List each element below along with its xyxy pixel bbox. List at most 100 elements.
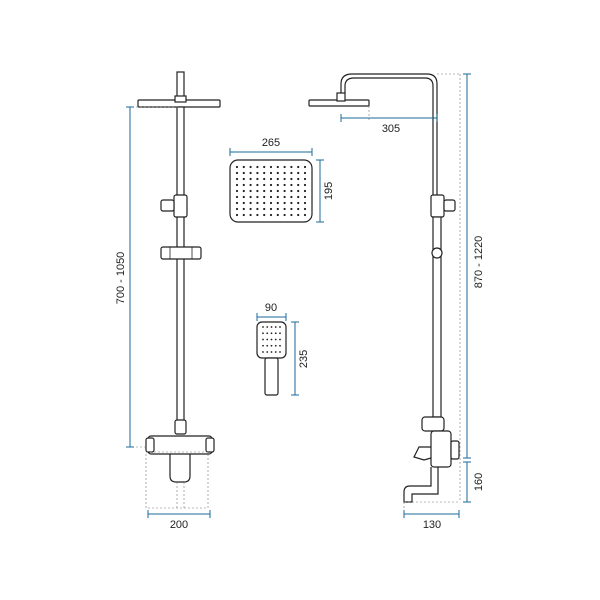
shower-head-nozzle (303, 165, 307, 169)
shower-head-nozzle (297, 165, 300, 169)
hand-height-label: 235 (298, 350, 310, 368)
shower-head-nozzle (249, 201, 252, 205)
shower-head-nozzle (297, 189, 300, 193)
hand-shower-nozzle (266, 338, 269, 341)
shower-head-nozzle (303, 183, 307, 187)
shower-head-nozzle (263, 165, 266, 169)
shower-head-nozzle (235, 183, 239, 187)
shower-head-nozzle (290, 171, 293, 175)
shower-head-nozzle (235, 189, 239, 193)
shower-head-nozzle (297, 195, 300, 199)
shower-head-nozzle (290, 177, 293, 181)
shower-head-nozzle (235, 201, 239, 205)
hand-shower-nozzle (262, 326, 264, 328)
shower-head-nozzle (235, 195, 239, 199)
shower-head-nozzle (249, 183, 252, 187)
shower-head-nozzle (290, 165, 293, 169)
hand-shower-nozzle (262, 332, 264, 335)
shower-head-nozzle (249, 213, 252, 217)
shower-head-nozzle (283, 171, 286, 175)
right-spout-depth-label: 130 (423, 519, 441, 531)
left-diverter-body (173, 194, 188, 218)
shower-head-nozzle (242, 201, 245, 205)
head-width-label: 265 (262, 137, 280, 149)
shower-head-nozzle (256, 165, 259, 169)
shower-head-nozzle (276, 183, 279, 187)
left-mixer-body (147, 435, 213, 455)
head-height-label: 195 (323, 182, 335, 200)
shower-head-nozzle (263, 183, 266, 187)
shower-head-nozzle (235, 165, 239, 169)
shower-head-nozzle (235, 207, 239, 211)
shower-head-nozzle (235, 171, 239, 175)
shower-head-nozzle (269, 195, 273, 199)
shower-head-nozzle (263, 207, 266, 211)
shower-head-nozzles (235, 165, 307, 217)
hand-shower-nozzle (270, 332, 273, 335)
hand-shower-nozzle (266, 332, 269, 335)
right-wall-plate (450, 440, 460, 460)
shower-head-nozzle (242, 213, 245, 217)
shower-head-nozzle (263, 177, 266, 181)
hand-width-label: 90 (265, 302, 277, 314)
shower-head-nozzle (269, 213, 273, 217)
shower-head-nozzle (263, 171, 266, 175)
left-mixer-cap-right (205, 437, 215, 453)
shower-head-nozzle (269, 171, 273, 175)
shower-head-nozzle (235, 177, 239, 181)
shower-head-nozzle (256, 171, 259, 175)
hand-shower-nozzle (266, 351, 269, 353)
shower-head-nozzle (249, 195, 252, 199)
hand-shower-nozzle (279, 338, 281, 341)
shower-head-nozzle (256, 195, 259, 199)
shower-head-nozzle (303, 207, 307, 211)
hand-shower-nozzle (270, 344, 273, 347)
right-spout-height-label: 160 (473, 473, 485, 491)
shower-head-nozzle (242, 171, 245, 175)
left-riser-pipe (176, 106, 185, 423)
shower-head-nozzle (276, 165, 279, 169)
shower-head-nozzle (269, 183, 273, 187)
left-mixer-cap-left (145, 437, 155, 453)
shower-head-nozzle (263, 201, 266, 205)
hand-shower-nozzle (262, 338, 264, 341)
shower-head-nozzle (276, 213, 279, 217)
hand-shower-nozzle (279, 351, 281, 353)
shower-head-nozzle (242, 183, 245, 187)
left-diverter-handle (160, 199, 175, 212)
left-lower-joint (174, 419, 187, 435)
shower-head-nozzle (290, 195, 293, 199)
left-spout (169, 454, 191, 483)
shower-head-nozzle (283, 189, 286, 193)
shower-head-nozzle (276, 177, 279, 181)
shower-head-nozzle (269, 177, 273, 181)
shower-head-nozzle (256, 177, 259, 181)
shower-head-nozzle (269, 165, 273, 169)
shower-head-nozzle (283, 201, 286, 205)
right-side-view: 305 870 - 1220 160 130 (308, 73, 485, 531)
shower-head-nozzle (303, 189, 307, 193)
shower-head-nozzle (283, 195, 286, 199)
shower-head-nozzle (276, 201, 279, 205)
shower-head-nozzle (269, 201, 273, 205)
shower-head-nozzle (256, 183, 259, 187)
shower-head-nozzle (297, 171, 300, 175)
shower-head-nozzle (297, 207, 300, 211)
left-height-label: 700 - 1050 (115, 252, 127, 305)
shower-head-nozzle (249, 171, 252, 175)
shower-head-nozzle (303, 195, 307, 199)
shower-head-nozzle (242, 189, 245, 193)
shower-head-nozzle (249, 207, 252, 211)
shower-head-nozzle (249, 165, 252, 169)
shower-head-nozzle (290, 189, 293, 193)
shower-head-nozzle (283, 183, 286, 187)
hand-shower-nozzle (270, 326, 273, 328)
hand-shower-nozzle (266, 344, 269, 347)
shower-head-nozzle (249, 189, 252, 193)
shower-head-nozzle (276, 189, 279, 193)
shower-head-nozzle (303, 213, 307, 217)
shower-head-nozzle (242, 165, 245, 169)
shower-head-nozzle (283, 165, 286, 169)
left-slide-holder (160, 246, 202, 260)
